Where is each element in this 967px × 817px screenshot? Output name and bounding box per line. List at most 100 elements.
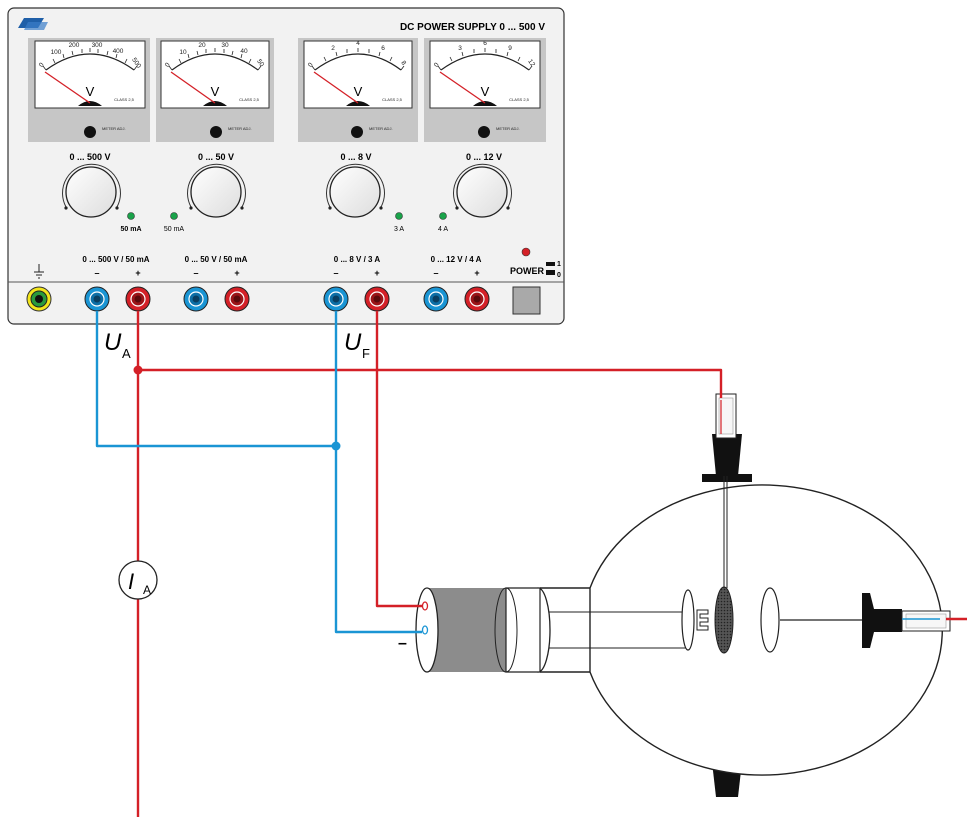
meter-adjust-3[interactable] <box>351 126 363 138</box>
meter3-class: CLASS 2,5 <box>382 97 403 102</box>
cathode-pin-heater <box>421 601 429 611</box>
socket-12v-plus[interactable] <box>464 286 490 312</box>
meter1-needle <box>44 71 91 104</box>
label-uf-sub: F <box>362 346 370 361</box>
voltage-knob-4[interactable] <box>453 163 512 218</box>
svg-text:METER ADJ.: METER ADJ. <box>102 126 126 131</box>
meter4-needle <box>439 71 486 104</box>
socket-50v-plus[interactable] <box>224 286 250 312</box>
power-switch-icon <box>546 262 555 275</box>
svg-text:METER ADJ.: METER ADJ. <box>369 126 393 131</box>
wire-heater-positive <box>375 311 422 608</box>
led-label-2: 50 mA <box>164 226 185 233</box>
meter-adjust-2[interactable] <box>210 126 222 138</box>
meter1-tick-3: 300 <box>92 42 103 49</box>
meter3-tick-3: 6 <box>381 45 385 52</box>
socket-500v-minus[interactable] <box>84 286 110 312</box>
meter2-tick-1: 10 <box>179 49 187 56</box>
meter-adjust-1[interactable] <box>84 126 96 138</box>
output-label-3: 0 ... 8 V / 3 A <box>334 255 381 264</box>
svg-text:+: + <box>234 268 239 278</box>
electron-tube <box>415 393 951 797</box>
meter4-tick-4: 12 <box>526 58 536 68</box>
meter4-tick-1: 3 <box>458 45 462 52</box>
meter2-class: CLASS 2,5 <box>239 97 260 102</box>
socket-8v-minus[interactable] <box>323 286 349 312</box>
power-supply-panel: DC POWER SUPPLY 0 ... 500 V 0 100 200 30… <box>7 7 565 325</box>
meter2-tick-2: 20 <box>198 42 206 49</box>
voltmeter-12v: 0 3 6 9 12 V CLASS 2,5 <box>429 40 541 109</box>
voltage-knob-1[interactable] <box>62 163 121 218</box>
socket-50v-minus[interactable] <box>183 286 209 312</box>
cathode-pin-return <box>421 625 429 635</box>
socket-8v-plus[interactable] <box>364 286 390 312</box>
meter-adjust-controls: METER ADJ. METER ADJ. METER ADJ. METER A… <box>84 126 520 138</box>
meter1-class: CLASS 2,5 <box>114 97 135 102</box>
output-label-2: 0 ... 50 V / 50 mA <box>185 255 248 264</box>
voltmeter-8v: 0 2 4 6 8 V CLASS 2,5 <box>303 40 413 109</box>
power-label: POWER <box>510 266 545 276</box>
meter3-unit: V <box>354 84 363 99</box>
cathode-sleeve <box>427 588 506 672</box>
led-indicator-4 <box>439 212 447 220</box>
led-indicator-2 <box>170 212 178 220</box>
svg-text:+: + <box>474 268 479 278</box>
range-label-2: 0 ... 50 V <box>198 152 234 162</box>
label-ua: U <box>104 329 122 356</box>
meter3-tick-2: 4 <box>356 40 360 47</box>
meter-adjust-4[interactable] <box>478 126 490 138</box>
meter4-tick-3: 9 <box>508 45 512 52</box>
svg-text:–: – <box>433 268 438 278</box>
meter2-tick-3: 30 <box>221 42 229 49</box>
cathode-disk <box>681 589 695 651</box>
ground-icon <box>34 264 44 279</box>
range-label-4: 0 ... 12 V <box>466 152 502 162</box>
socket-12v-minus[interactable] <box>423 286 449 312</box>
meter1-tick-4: 400 <box>113 48 124 55</box>
svg-text:METER ADJ.: METER ADJ. <box>228 126 252 131</box>
label-ua-sub: A <box>122 346 131 361</box>
power-button[interactable] <box>512 286 541 315</box>
voltmeter-50v: 0 10 20 30 40 50 V CLASS 2,5 <box>160 40 270 109</box>
label-uf: U <box>344 329 362 356</box>
range-label-3: 0 ... 8 V <box>340 152 371 162</box>
wire-negative-common <box>95 311 336 448</box>
grid-mesh <box>714 586 734 654</box>
meter2-needle <box>170 71 216 104</box>
socket-ground[interactable] <box>26 286 52 312</box>
wiring <box>95 311 967 817</box>
wire-heater-negative <box>334 311 422 634</box>
svg-text:+: + <box>135 268 140 278</box>
side-mount <box>862 593 902 648</box>
led-label-3: 3 A <box>394 226 404 233</box>
meter2-tick-4: 40 <box>240 48 248 55</box>
ammeter-label: I <box>128 569 134 594</box>
output-label-4: 0 ... 12 V / 4 A <box>431 255 482 264</box>
socket-500v-plus[interactable] <box>125 286 151 312</box>
voltage-knob-3[interactable] <box>326 163 385 218</box>
output-label-1: 0 ... 500 V / 50 mA <box>82 255 149 264</box>
meter1-unit: V <box>86 84 95 99</box>
wire-anode-to-tube <box>138 368 723 398</box>
meter2-tick-5: 50 <box>255 58 265 68</box>
meter2-tick-0: 0 <box>164 61 172 68</box>
meter4-tick-0: 0 <box>433 61 441 68</box>
meter3-needle <box>313 71 359 104</box>
brand-logo-icon <box>18 18 48 30</box>
filament-icon <box>696 609 709 631</box>
voltage-knob-2[interactable] <box>187 163 246 218</box>
meter1-tick-1: 100 <box>51 49 62 56</box>
anode-plate <box>760 587 780 653</box>
top-mount <box>712 434 742 476</box>
cathode-minus-label: – <box>398 635 407 652</box>
svg-text:METER ADJ.: METER ADJ. <box>496 126 520 131</box>
led-indicator-3 <box>395 212 403 220</box>
meter3-tick-0: 0 <box>307 61 315 68</box>
svg-text:–: – <box>193 268 198 278</box>
svg-text:–: – <box>333 268 338 278</box>
meter1-tick-0: 0 <box>38 61 46 68</box>
meter4-tick-2: 6 <box>483 40 487 47</box>
power-off-label: 0 <box>557 272 561 279</box>
ammeter-label-sub: A <box>143 583 151 597</box>
